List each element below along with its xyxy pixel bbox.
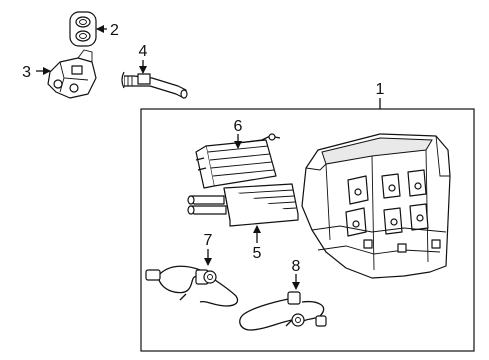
grommet-part: [69, 11, 97, 47]
callout-8: 8: [292, 258, 301, 275]
callout-4: 4: [139, 43, 148, 60]
hose-part: [121, 71, 188, 99]
callout-1: 1: [376, 81, 385, 98]
evaporator-part: [187, 183, 299, 227]
assembly-frame: [140, 108, 475, 352]
sensor-harness-7: [145, 265, 239, 307]
heater-core-part: [195, 133, 281, 189]
sensor-harness-8: [239, 291, 327, 331]
callout-6: 6: [234, 118, 243, 135]
callout-7: 7: [204, 232, 213, 249]
callout-2: 2: [110, 22, 119, 39]
callout-3: 3: [22, 64, 31, 81]
callout-5: 5: [253, 245, 262, 262]
bracket-part: [47, 49, 97, 99]
hvac-housing-part: [301, 133, 451, 279]
